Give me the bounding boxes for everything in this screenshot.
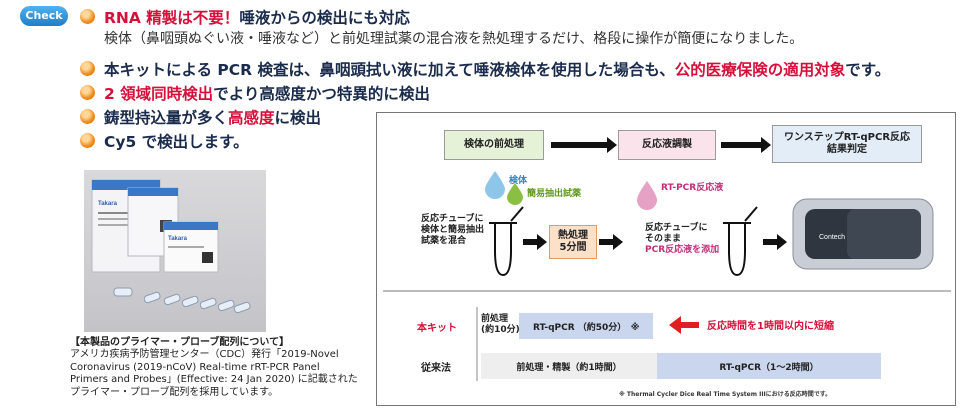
timeline-footnote: ※ Thermal Cycler Dice Real Time System I… — [619, 391, 832, 398]
point-5: Cy5 で検出します。 — [104, 130, 249, 152]
timeline-conv-rt: RT-qPCR（1〜2時間） — [657, 353, 881, 379]
point-1-red: RNA 精製は不要！ — [104, 9, 240, 27]
tube-label-2: 反応チューブに そのまま PCR反応液を添加 — [645, 223, 720, 255]
point-4-text: 鋳型持込量が多く — [104, 109, 229, 127]
step-one-step-rt-qpcr: ワンステップRT-qPCR反応 結果判定 — [772, 125, 922, 163]
heat-treatment-box: 熱処理 5分間 — [549, 225, 597, 259]
diagram-graphics: Contech — [383, 137, 951, 381]
caption-heading: 【本製品のプライマー・プローブ配列について】 — [70, 337, 290, 348]
tube-icon — [489, 206, 524, 277]
point-4-tail: に検出 — [274, 109, 322, 127]
flow-arrow-icon — [763, 234, 787, 250]
drop-label-specimen: 検体 — [509, 176, 528, 186]
point-4: 鋳型持込量が多く高感度に検出 — [104, 106, 321, 128]
bullet-icon — [80, 61, 95, 76]
caption: 【本製品のプライマー・プローブ配列について】 アメリカ疾病予防管理センター（CD… — [70, 337, 360, 399]
kit-brand-back: Takara — [98, 201, 118, 207]
rt-pcr-drop-icon — [637, 181, 657, 210]
point-2-text: 本キットによる PCR 検査は、鼻咽頭拭い液に加えて唾液検体を使用した場合も、 — [104, 61, 675, 79]
point-1: RNA 精製は不要！唾液からの検出にも対応 — [104, 6, 410, 28]
timeline-kit-rt: RT-qPCR （約50分） ※ — [519, 313, 653, 339]
point-3: 2 領域同時検出でより高感度かつ特異的に検出 — [104, 82, 430, 104]
point-1-sub: 検体（鼻咽頭ぬぐい液・唾液など）と前処理試薬の混合液を熱処理するだけ、格段に操作… — [104, 31, 804, 47]
shorten-arrow-icon — [669, 316, 699, 334]
step-reaction-prep: 反応液調製 — [618, 130, 716, 160]
point-4-red: 高感度 — [228, 109, 275, 127]
caption-body: アメリカ疾病予防管理センター（CDC）発行「2019-Novel Coronav… — [70, 349, 358, 398]
point-2: 本キットによる PCR 検査は、鼻咽頭拭い液に加えて唾液検体を使用した場合も、公… — [104, 58, 890, 80]
bullet-icon — [80, 9, 95, 24]
point-5-text: Cy5 で検出します。 — [104, 133, 249, 151]
product-kit-illustration: Takara Takara — [91, 179, 251, 314]
point-3-red: 2 領域同時検出 — [104, 85, 214, 103]
specimen-drop-icon — [485, 171, 505, 199]
bullet-icon — [80, 133, 95, 148]
tube-icon — [723, 206, 758, 277]
workflow-diagram: 検体の前処理 反応液調製 ワンステップRT-qPCR反応 結果判定 — [376, 112, 956, 406]
drop-label-rt-pcr: RT-PCR反応液 — [661, 183, 724, 193]
flow-arrow-icon — [523, 234, 547, 250]
flow-arrow-icon — [551, 137, 771, 153]
timeline-kit-pre: 前処理 (約10分) — [481, 314, 520, 335]
step-pretreatment: 検体の前処理 — [444, 130, 544, 160]
reagent-drop-icon — [507, 183, 523, 205]
timeline-conv-label: 従来法 — [421, 363, 451, 374]
point-2-tail: です。 — [845, 61, 891, 79]
bullet-icon — [80, 85, 95, 100]
drop-label-reagent: 簡易抽出試薬 — [527, 189, 582, 199]
bullet-icon — [80, 109, 95, 124]
timeline-kit-label: 本キット — [417, 323, 457, 334]
kit-brand-front: Takara — [168, 236, 188, 242]
thermal-cycler-icon: Contech — [792, 198, 934, 270]
timeline-kit-note: 反応時間を1時間以内に短縮 — [707, 321, 834, 332]
tube-label-1: 反応チューブに 検体と簡易抽出 試薬を混合 — [421, 214, 485, 246]
check-badge: Check — [20, 6, 68, 26]
flow-arrow-icon — [599, 234, 623, 250]
point-3-text: でより高感度かつ特異的に検出 — [213, 85, 430, 103]
point-2-red: 公的医療保険の適用対象 — [674, 61, 846, 79]
point-1-text: 唾液からの検出にも対応 — [239, 9, 410, 27]
product-photo: Takara Takara — [84, 170, 266, 332]
timeline-conv-pre: 前処理・精製（約1時間） — [481, 353, 657, 379]
machine-brand: Contech — [819, 234, 845, 241]
